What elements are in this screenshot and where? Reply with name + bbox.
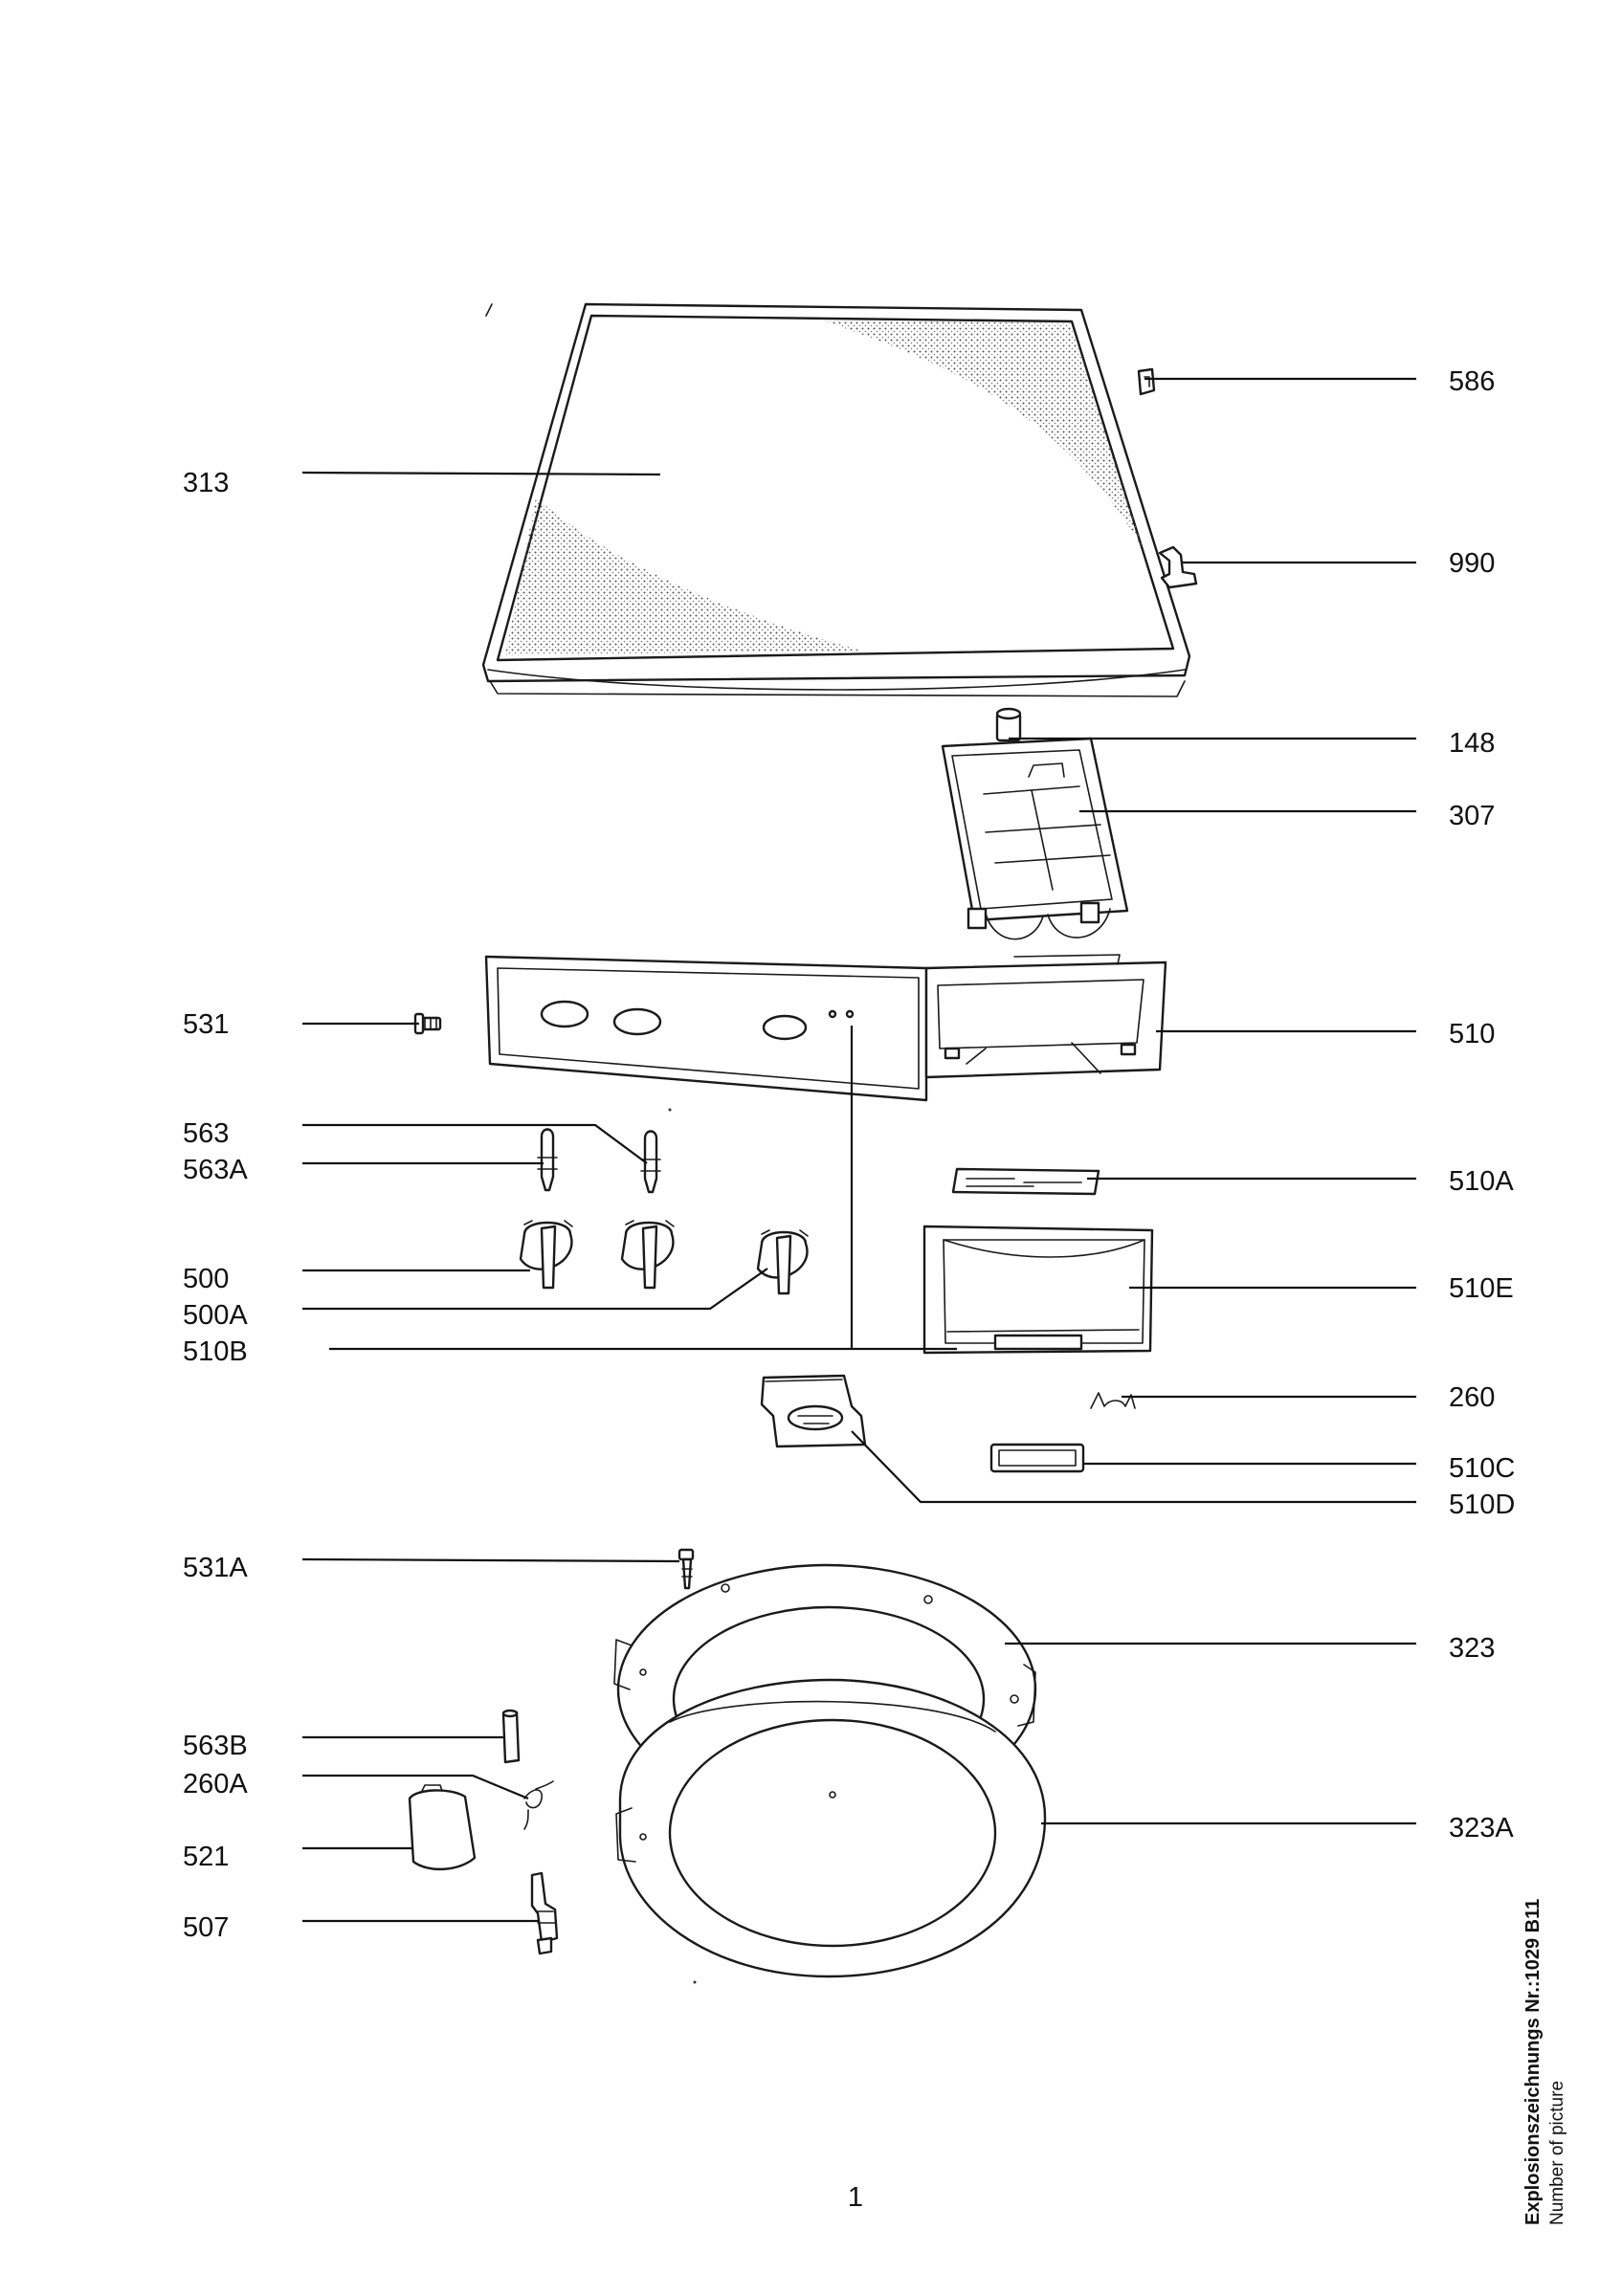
callout-323A: 323A: [1449, 1813, 1514, 1843]
callout-510: 510: [1449, 1019, 1495, 1049]
part-510D-bracket: [760, 1374, 867, 1448]
callout-510A: 510A: [1449, 1166, 1514, 1197]
callout-labels: 313 586 990 148 307 531 510 563 563A 510…: [183, 366, 1515, 1943]
callout-510D: 510D: [1449, 1490, 1515, 1520]
callout-323: 323: [1449, 1633, 1495, 1664]
callout-260A: 260A: [183, 1769, 248, 1799]
callout-586: 586: [1449, 366, 1495, 397]
part-531A-screw: [678, 1548, 695, 1590]
callout-507: 507: [183, 1912, 229, 1943]
part-260-spring-clip: [1090, 1392, 1136, 1409]
part-563B-pin: [501, 1709, 521, 1764]
stray-marks: [485, 303, 697, 1984]
part-586-clip: [1137, 367, 1156, 396]
part-563-push-rod: [537, 1128, 661, 1194]
part-990-bracket: [1158, 545, 1198, 589]
callout-521: 521: [183, 1842, 229, 1872]
drawing-number-caption: Number of picture: [1547, 2081, 1567, 2225]
leader-lines: [301, 377, 1416, 1923]
callout-260: 260: [1449, 1382, 1495, 1413]
callout-500A: 500A: [183, 1300, 248, 1331]
part-500-knobs: [519, 1220, 809, 1295]
part-307-dispenser: [941, 737, 1129, 940]
part-313-top-cover: [481, 302, 1191, 697]
part-260A-spring: [523, 1780, 554, 1830]
callout-990: 990: [1449, 548, 1495, 579]
callout-531A: 531A: [183, 1553, 248, 1583]
callout-531: 531: [183, 1009, 229, 1040]
callout-510C: 510C: [1449, 1453, 1515, 1484]
part-507-latch: [530, 1871, 559, 1955]
callout-563: 563: [183, 1118, 229, 1149]
part-148-cap: [995, 707, 1022, 766]
callout-148: 148: [1449, 728, 1495, 759]
callout-313: 313: [183, 468, 229, 498]
part-510E-front: [922, 1225, 1154, 1355]
page-number: 1: [848, 2182, 863, 2213]
callout-307: 307: [1449, 801, 1495, 831]
drawing-number-label: Explosionszeichnungs Nr.:1029 B11: [1522, 1899, 1544, 2225]
callout-510E: 510E: [1449, 1273, 1514, 1304]
part-510-control-panel: [484, 954, 1167, 1102]
callout-510B: 510B: [183, 1336, 248, 1367]
part-521-door-handle: [408, 1784, 477, 1871]
callout-563B: 563B: [183, 1731, 248, 1761]
callout-563A: 563A: [183, 1155, 248, 1185]
part-323A-inner-door-ring: [615, 1678, 1047, 1978]
part-510A-label: [951, 1167, 1100, 1196]
part-510C-cover: [989, 1443, 1085, 1473]
callout-500: 500: [183, 1264, 229, 1294]
